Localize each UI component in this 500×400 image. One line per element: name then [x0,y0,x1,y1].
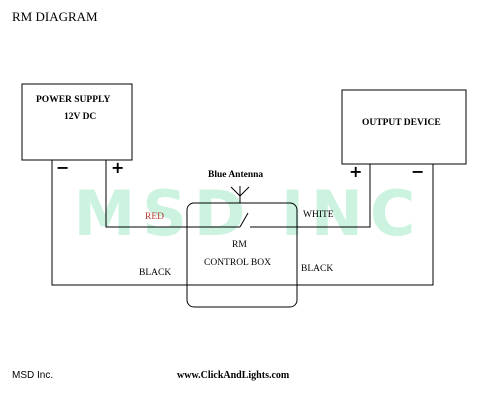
diagram-title: RM DIAGRAM [12,9,98,24]
white-wire-label: WHITE [303,210,334,220]
control-box [186,202,298,308]
white-wire [250,164,371,228]
watermark: MSD INC [73,177,423,250]
power-supply-voltage: 12V DC [64,112,97,122]
output-device-label: OUTPUT DEVICE [362,118,441,128]
power-supply-plus: + [111,158,125,177]
output-device-plus: + [349,162,363,181]
output-device-box [341,89,467,165]
relay-switch [239,212,249,228]
antenna-label: Blue Antenna [208,170,264,180]
black-wire [51,160,434,286]
control-box-line2: CONTROL BOX [204,258,271,268]
footer-company: MSD Inc. [12,370,54,381]
output-device-minus: − [411,162,425,181]
power-supply-minus: − [56,158,70,177]
control-box-line1: RM [232,240,247,250]
black-wire-label-left: BLACK [139,268,172,278]
antenna-icon [230,186,250,203]
black-wire-label-right: BLACK [301,264,334,274]
footer-url: www.ClickAndLights.com [177,370,290,381]
red-wire-label: RED [145,212,164,222]
power-supply-box [21,83,133,161]
power-supply-label: POWER SUPPLY [36,95,111,105]
red-wire [105,160,240,228]
